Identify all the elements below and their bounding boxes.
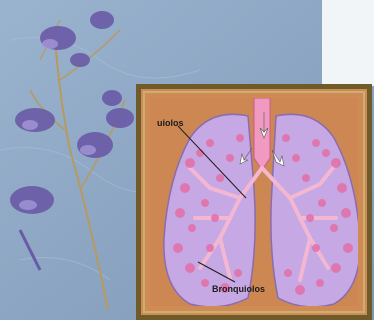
label-bronquiolos-top: uiolos bbox=[157, 118, 184, 128]
lung-diagram-panel: uiolos Bronquiolos bbox=[150, 98, 358, 306]
lung-diagram-frame: uiolos Bronquiolos bbox=[136, 84, 372, 320]
label-bronquiolos: Bronquiolos bbox=[212, 284, 265, 294]
white-corner-panel bbox=[322, 0, 374, 86]
lungs-diagram bbox=[150, 98, 358, 306]
trachea bbox=[254, 98, 270, 170]
